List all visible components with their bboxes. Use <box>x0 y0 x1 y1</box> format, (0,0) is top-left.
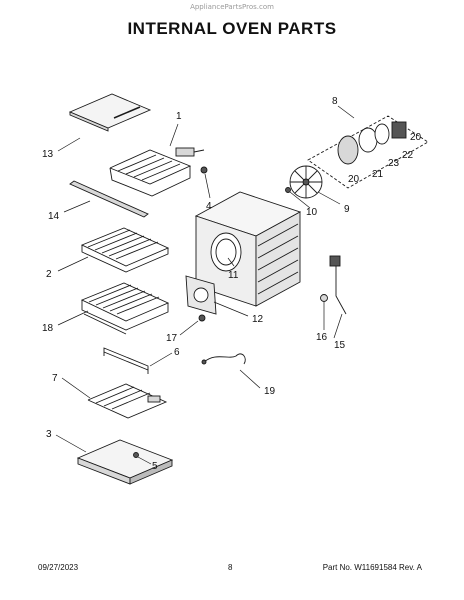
part-7-bake-element[interactable] <box>87 383 168 419</box>
footer-page-number: 8 <box>228 563 233 572</box>
leader-lines <box>55 105 355 465</box>
callout-11: 11 <box>228 270 239 281</box>
callout-23: 23 <box>388 158 400 169</box>
callout-7: 7 <box>52 373 58 384</box>
callout-6: 6 <box>174 347 180 358</box>
callout-17: 17 <box>166 333 178 344</box>
part-1-broil-element[interactable] <box>109 147 205 197</box>
callout-14: 14 <box>48 211 60 222</box>
callout-5: 5 <box>152 461 158 472</box>
part-9-fan-blade[interactable] <box>289 165 323 199</box>
callouts: 13 1 4 14 2 18 17 6 7 3 5 11 12 8 20 22 … <box>42 96 422 472</box>
callout-16: 16 <box>316 332 328 343</box>
callout-8: 8 <box>332 96 338 107</box>
callout-1: 1 <box>176 111 182 122</box>
part-15-sensor[interactable] <box>329 255 347 315</box>
callout-9: 9 <box>344 204 350 215</box>
callout-13: 13 <box>42 149 54 160</box>
part-5-screw[interactable] <box>133 452 139 458</box>
callout-4: 4 <box>206 201 212 212</box>
part-4-screw[interactable] <box>200 166 208 174</box>
part-12-panel[interactable] <box>185 275 217 315</box>
part-2-rack[interactable] <box>80 227 170 273</box>
footer-part-number: Part No. W11691584 Rev. A <box>322 563 422 572</box>
callout-12: 12 <box>252 314 264 325</box>
callout-3: 3 <box>46 429 52 440</box>
part-19-wire-harness[interactable] <box>201 353 246 365</box>
page-title: INTERNAL OVEN PARTS <box>127 19 337 38</box>
part-3-bottom-panel[interactable] <box>76 439 174 485</box>
part-10-nut[interactable] <box>285 187 291 193</box>
part-17-screw[interactable] <box>198 314 206 322</box>
part-13-top-panel[interactable] <box>68 93 152 132</box>
callout-10: 10 <box>306 207 318 218</box>
part-14-rail[interactable] <box>69 180 149 218</box>
callout-20a: 20 <box>410 132 422 143</box>
part-11-fan-cover[interactable] <box>210 232 242 272</box>
part-8-convection-assembly[interactable] <box>307 115 429 189</box>
part-6-bracket[interactable] <box>103 347 149 374</box>
callout-18: 18 <box>42 323 54 334</box>
watermark: AppliancePartsPros.com <box>190 3 274 11</box>
part-18-rack-glides[interactable] <box>80 282 170 335</box>
footer-date: 09/27/2023 <box>38 563 79 572</box>
callout-21: 21 <box>372 169 384 180</box>
callout-19: 19 <box>264 386 276 397</box>
callout-22: 22 <box>402 150 414 161</box>
callout-15: 15 <box>334 340 346 351</box>
callout-20b: 20 <box>348 174 360 185</box>
part-16-bracket[interactable] <box>320 294 328 302</box>
callout-2: 2 <box>46 269 52 280</box>
